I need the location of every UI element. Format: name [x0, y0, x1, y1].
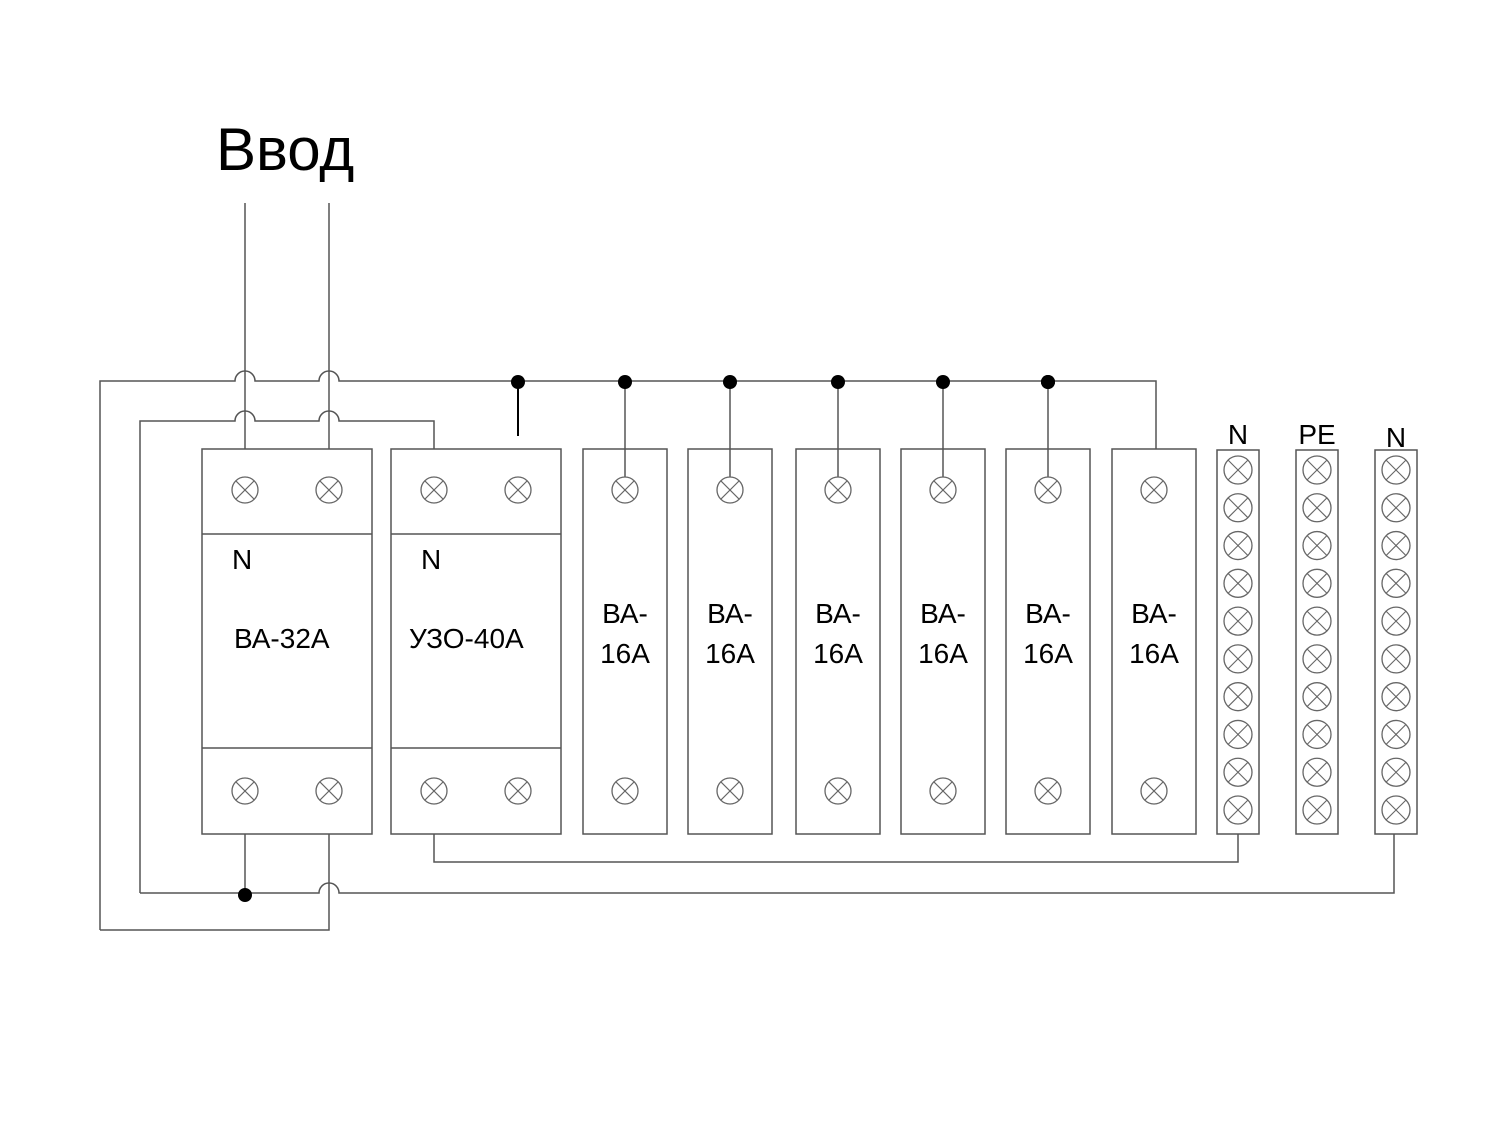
top-bus-wire — [99, 370, 1157, 930]
bus-label: N — [1386, 422, 1406, 453]
rcd-n-label: N — [421, 544, 441, 575]
terminal-screw-icon — [1381, 530, 1411, 561]
terminal-screw-icon — [1381, 795, 1411, 825]
terminal-screw-icon — [929, 476, 957, 504]
breaker-label-line2: 16А — [918, 638, 968, 669]
breaker-label-line2: 16А — [1129, 638, 1179, 669]
terminal-screw-icon — [824, 476, 852, 504]
neutral-return-wire — [140, 810, 1395, 894]
breaker-label-line2: 16А — [705, 638, 755, 669]
breaker-label-line1: ВА- — [920, 598, 966, 629]
terminal-screw-icon — [1381, 719, 1411, 750]
terminal-screw-icon — [1381, 493, 1411, 523]
main-breaker: N ВА-32А — [201, 448, 373, 835]
terminal-screw-icon — [1302, 682, 1332, 712]
terminal-screw-icon — [1140, 777, 1168, 805]
breaker-label-line1: ВА- — [707, 598, 753, 629]
rcd-label: УЗО-40А — [409, 623, 524, 654]
branch-breaker: ВА- 16А — [687, 375, 773, 835]
main-breaker-label: ВА-32А — [234, 623, 330, 654]
terminal-screw-icon — [1381, 757, 1411, 787]
terminal-screw-icon — [1302, 568, 1332, 598]
terminal-screw-icon — [716, 777, 744, 805]
terminal-screw-icon — [504, 476, 532, 504]
terminal-screw-icon — [1302, 757, 1332, 787]
terminal-screw-icon — [716, 476, 744, 504]
terminal-screw-icon — [1223, 606, 1253, 636]
breaker-label-line1: ВА- — [1131, 598, 1177, 629]
terminal-screw-icon — [1302, 493, 1332, 523]
terminal-screw-icon — [504, 777, 532, 805]
terminal-screw-icon — [1381, 455, 1411, 485]
terminal-screw-icon — [1223, 455, 1253, 485]
terminals — [231, 455, 1411, 825]
terminal-screw-icon — [1381, 606, 1411, 636]
junction-dot — [1041, 375, 1055, 389]
branch-breaker: ВА- 16А — [900, 375, 986, 835]
rcd-n-feed-wire — [139, 410, 435, 893]
branch-breaker: ВА- 16А — [795, 375, 881, 835]
terminal-screw-icon — [315, 476, 343, 504]
junction-dot — [936, 375, 950, 389]
terminal-screw-icon — [1302, 795, 1332, 825]
terminal-screw-icon — [1223, 682, 1253, 712]
terminal-screw-icon — [1381, 644, 1411, 674]
terminal-screw-icon — [1223, 530, 1253, 561]
breaker-label-line2: 16А — [600, 638, 650, 669]
branch-breaker: ВА- 16А — [582, 375, 668, 835]
branch-breakers: ВА- 16А ВА- 16А ВА- 16А ВА- 16А ВА- 16А ВА- 16А — [582, 375, 1197, 835]
rcd: N УЗО-40А — [390, 448, 562, 835]
breaker-label-line1: ВА- — [602, 598, 648, 629]
terminal-screw-icon — [929, 777, 957, 805]
terminal-screw-icon — [420, 777, 448, 805]
terminal-screw-icon — [1302, 644, 1332, 674]
junction-dot — [238, 888, 252, 902]
terminal-screw-icon — [1034, 476, 1062, 504]
terminal-screw-icon — [231, 476, 259, 504]
terminal-screw-icon — [315, 777, 343, 805]
junction-dot — [511, 375, 525, 389]
breaker-label-line1: ВА- — [815, 598, 861, 629]
junction-dot — [618, 375, 632, 389]
terminal-screw-icon — [1223, 719, 1253, 750]
terminal-screw-icon — [1223, 493, 1253, 523]
terminal-screw-icon — [1302, 719, 1332, 750]
terminal-screw-icon — [1223, 795, 1253, 825]
terminal-screw-icon — [1223, 757, 1253, 787]
bus-label: N — [1228, 419, 1248, 450]
terminal-screw-icon — [1381, 682, 1411, 712]
junction-dot — [831, 375, 845, 389]
terminal-screw-icon — [1034, 777, 1062, 805]
terminal-screw-icon — [1223, 568, 1253, 598]
breaker-label-line1: ВА- — [1025, 598, 1071, 629]
terminal-screw-icon — [1302, 455, 1332, 485]
breaker-label-line2: 16А — [813, 638, 863, 669]
terminal-screw-icon — [231, 777, 259, 805]
diagram-title: Ввод — [216, 116, 354, 183]
terminal-screw-icon — [420, 476, 448, 504]
terminal-screw-icon — [1140, 476, 1168, 504]
terminal-screw-icon — [1302, 606, 1332, 636]
terminal-screw-icon — [1381, 568, 1411, 598]
terminal-screw-icon — [611, 476, 639, 504]
branch-breaker: ВА- 16А — [1005, 375, 1091, 835]
main-breaker-n-label: N — [232, 544, 252, 575]
terminal-screw-icon — [1302, 530, 1332, 561]
terminal-screw-icon — [1223, 644, 1253, 674]
main-breaker-l-out-wire — [100, 791, 330, 931]
breaker-label-line2: 16А — [1023, 638, 1073, 669]
branch-breaker: ВА- 16А — [1111, 448, 1197, 835]
junction-dot — [723, 375, 737, 389]
bus-label: PE — [1298, 419, 1335, 450]
terminal-screw-icon — [611, 777, 639, 805]
terminal-screw-icon — [824, 777, 852, 805]
